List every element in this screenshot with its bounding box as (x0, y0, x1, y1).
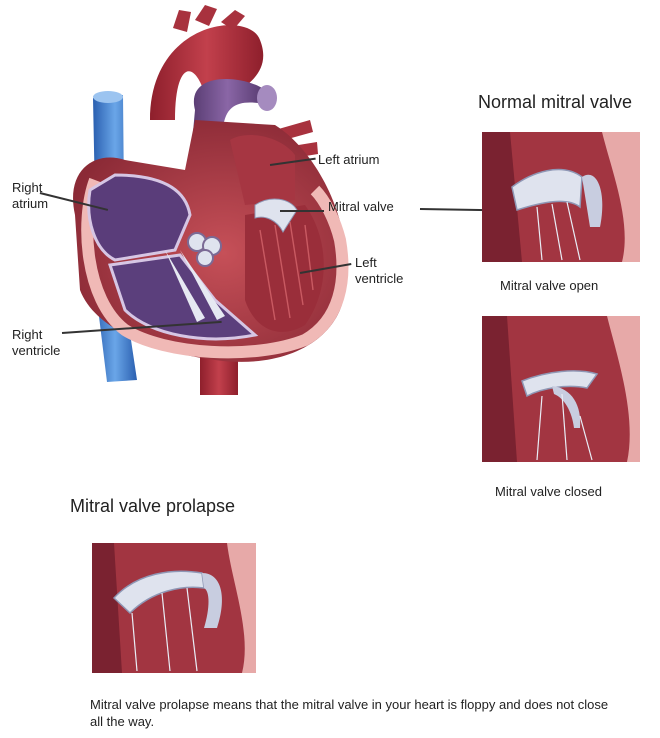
heart-drawing (55, 0, 375, 395)
label-right-ventricle: Right ventricle (12, 327, 60, 359)
label-mitral-valve: Mitral valve (328, 199, 394, 215)
caption-valve-closed: Mitral valve closed (495, 484, 602, 499)
label-left-atrium: Left atrium (318, 152, 379, 168)
prolapse-description: Mitral valve prolapse means that the mit… (90, 696, 610, 730)
heart-illustration (55, 0, 375, 395)
label-right-atrium: Right atrium (12, 180, 48, 212)
normal-valve-open-panel (482, 132, 640, 262)
right-atrium-chamber (89, 175, 190, 260)
normal-valve-heading: Normal mitral valve (478, 92, 632, 113)
label-left-ventricle: Left ventricle (355, 255, 403, 287)
normal-valve-closed-panel (482, 316, 640, 462)
prolapse-heading: Mitral valve prolapse (70, 496, 235, 517)
leader-mitral-valve (280, 210, 324, 212)
caption-valve-open: Mitral valve open (500, 278, 598, 293)
prolapse-valve-panel (92, 543, 256, 673)
